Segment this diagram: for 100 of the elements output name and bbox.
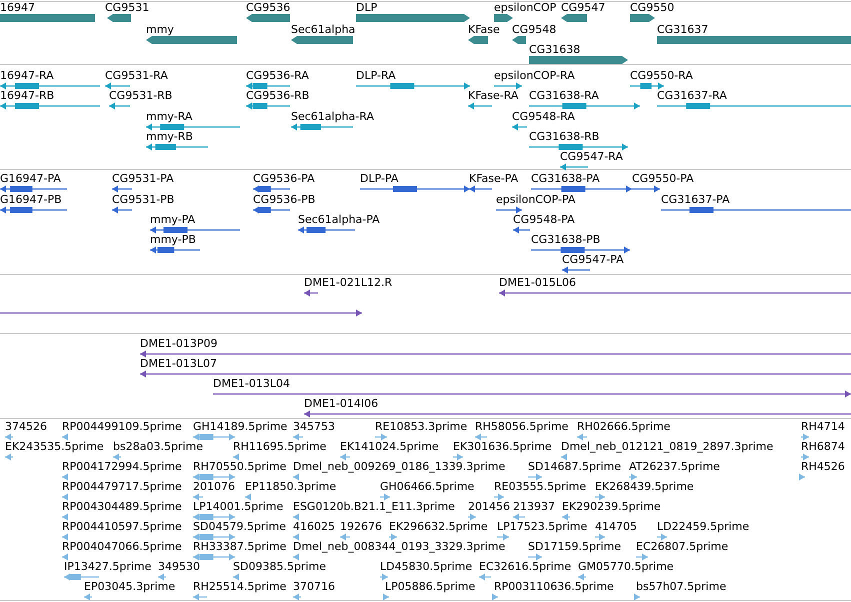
feature-label: 416025 (293, 520, 335, 533)
feature-label: CG9531-PA (112, 172, 174, 185)
feature-label: 16947-RB (0, 89, 54, 102)
feature-label: RP004047066.5prime (62, 540, 182, 553)
feature-label: CG9548 (512, 23, 556, 36)
feature-label: RH33387.5prime (193, 540, 286, 553)
feature-label: KFase-RA (468, 89, 518, 102)
feature-label: RH4714 (801, 420, 845, 433)
feature-label: DLP (356, 1, 378, 14)
feature-label: CG9550 (630, 1, 674, 14)
feature-label: Dmel_neb_009269_0186_1339.3prime (293, 460, 506, 473)
feature-label: 192676 (340, 520, 382, 533)
feature-label: CG9550-RA (630, 69, 693, 82)
feature-label: ESG0120b.B21.1_E11.3prime (293, 500, 455, 513)
feature-label: LD22459.5prime (657, 520, 750, 533)
feature-label: 16947-RA (0, 69, 54, 82)
feature-label: LD45830.5prime (380, 560, 472, 573)
feature-label: DLP-RA (356, 69, 396, 82)
feature-label: Sec61alpha-RA (291, 110, 374, 123)
feature-label: 201076 (193, 480, 235, 493)
feature-label: DME1-013L04 (213, 377, 290, 390)
feature-label: 414705 (595, 520, 637, 533)
feature-label: RH70550.5prime (193, 460, 286, 473)
feature-label: RH4526 (801, 460, 845, 473)
feature-label: CG9547-PA (562, 253, 624, 266)
feature-label: SD14687.5prime (528, 460, 621, 473)
feature-label: RP004499109.5prime (62, 420, 182, 433)
feature-label: RP004410597.5prime (62, 520, 182, 533)
feature-label: CG9531-RB (109, 89, 172, 102)
feature-label: KFase-PA (469, 172, 518, 185)
feature-label: CG9547-RA (560, 150, 623, 163)
feature-label: bs57h07.5prime (636, 580, 726, 593)
feature-label: RH25514.5prime (193, 580, 286, 593)
feature-label: Sec61alpha-PA (298, 213, 380, 226)
feature-label: epsilonCOP-PA (496, 193, 576, 206)
feature-label: DME1-014I06 (304, 397, 378, 410)
feature-label: CG9548-RA (512, 110, 575, 123)
feature-label: CG9547 (561, 1, 606, 14)
feature-label: 201456 (468, 500, 510, 513)
feature-label: epsilonCOP (494, 1, 556, 14)
feature-label: RH6874 (801, 440, 845, 453)
feature-label: CG9536 (246, 1, 290, 14)
feature-label: KFase (468, 23, 500, 36)
feature-label: 345753 (293, 420, 335, 433)
feature-label: Dmel_neb_012121_0819_2897.3prime (561, 440, 774, 453)
feature-label: G16947-PA (0, 172, 61, 185)
feature-label: SD09385.5prime (233, 560, 326, 573)
feature-label: CG31638-RA (529, 89, 599, 102)
feature-label: mmy-RA (146, 110, 192, 123)
feature-label: EK301636.5prime (453, 440, 552, 453)
feature-label: GH06466.5prime (380, 480, 474, 493)
feature-label: bs28a03.5prime (113, 440, 203, 453)
feature-label: RP004304489.5prime (62, 500, 182, 513)
feature-label: EP03045.3prime (84, 580, 176, 593)
feature-label: CG9550-PA (632, 172, 694, 185)
feature-label: DLP-PA (360, 172, 398, 185)
feature-label: IP13427.5prime (64, 560, 152, 573)
feature-label: RP003110636.5prime (494, 580, 614, 593)
feature-label: CG9536-RB (246, 89, 310, 102)
feature-label: DME1-015L06 (499, 276, 576, 289)
feature-label: EK141024.5prime (340, 440, 439, 453)
feature-label: RP004479717.5prime (62, 480, 182, 493)
feature-label: CG9536-PA (253, 172, 315, 185)
feature-label: mmy-RB (146, 130, 193, 143)
feature-label: EC26807.5prime (636, 540, 728, 553)
feature-label: RE03555.5prime (494, 480, 586, 493)
feature-label: Dmel_neb_008344_0193_3329.3prime (293, 540, 506, 553)
feature-label: CG9531-RA (105, 69, 168, 82)
feature-label: RE10853.3prime (375, 420, 468, 433)
feature-label: Sec61alpha (291, 23, 356, 36)
feature-label: SD04579.5prime (193, 520, 286, 533)
feature-label: EP11850.3prime (245, 480, 336, 493)
feature-label: EK243535.5prime (5, 440, 104, 453)
feature-label: RH58056.5prime (475, 420, 568, 433)
feature-label: CG31637-PA (661, 193, 730, 206)
feature-label: 349530 (158, 560, 200, 573)
feature-label: EK268439.5prime (595, 480, 694, 493)
feature-label: CG9548-PA (513, 213, 575, 226)
feature-label: CG31638-PB (531, 233, 600, 246)
feature-label: CG9536-PB (253, 193, 316, 206)
feature-label: AT26237.5prime (629, 460, 720, 473)
feature-label: mmy-PB (150, 233, 196, 246)
feature-label: SD17159.5prime (528, 540, 621, 553)
feature-label: DME1-013P09 (140, 337, 218, 350)
feature-label: GM05770.5prime (578, 560, 674, 573)
feature-label: GH14189.5prime (193, 420, 288, 433)
feature-label: CG31638-PA (531, 172, 600, 185)
feature-label: DME1-013L07 (140, 357, 217, 370)
feature-label: epsilonCOP-RA (494, 69, 575, 82)
feature-label: mmy-PA (150, 213, 196, 226)
feature-label: EK296632.5prime (389, 520, 488, 533)
feature-label: CG31637 (657, 23, 708, 36)
feature-label: 370716 (293, 580, 335, 593)
feature-label: mmy (146, 23, 174, 36)
feature-label: 213937 (513, 500, 555, 513)
feature-label: EK290239.5prime (562, 500, 661, 513)
feature-label: 374526 (5, 420, 47, 433)
feature-label: LP05886.5prime (385, 580, 476, 593)
feature-label: CG9531-PB (112, 193, 174, 206)
feature-label: RH02666.5prime (577, 420, 670, 433)
